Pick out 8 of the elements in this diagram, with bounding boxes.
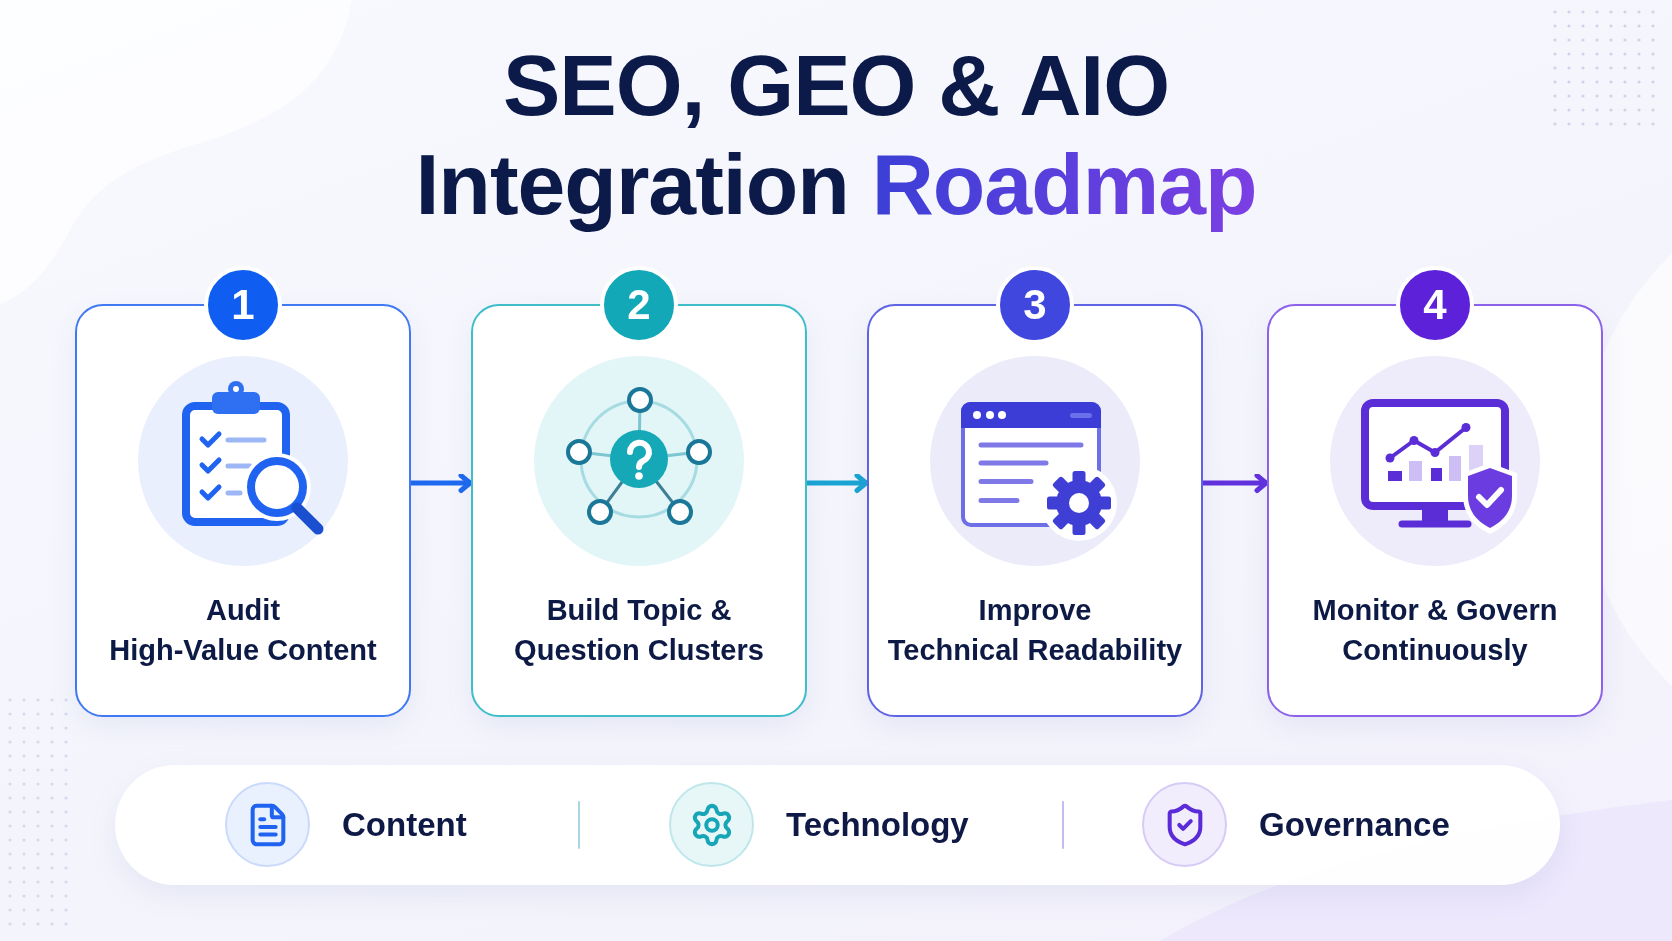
title: SEO, GEO & AIO Integration Roadmap (414, 36, 1258, 234)
legend-label: Governance (1259, 805, 1450, 844)
legend-label: Technology (786, 805, 969, 844)
legend-label: Content (342, 805, 467, 844)
step-label: Monitor & Govern Continuously (1311, 593, 1559, 668)
step-label: Build Topic & Question Clusters (513, 593, 765, 668)
step-label: Improve Technical Readability (886, 593, 1184, 668)
step-label: Audit High-Value Content (108, 593, 378, 668)
